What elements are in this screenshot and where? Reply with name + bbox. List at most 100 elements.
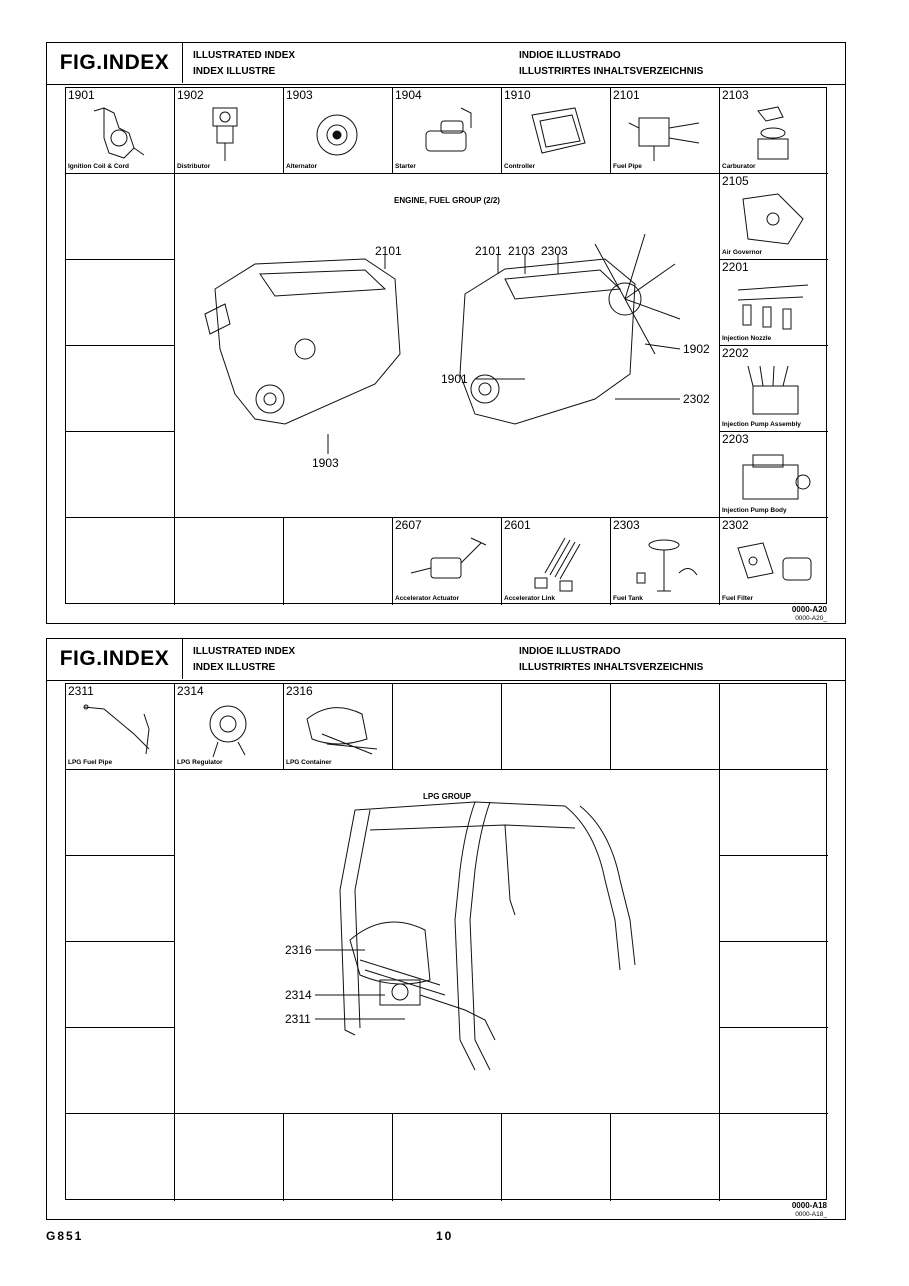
fig-number: 2103 [722, 88, 749, 102]
fig-name: Fuel Pipe [613, 163, 642, 170]
fuel-pipe-illustration [628, 117, 700, 161]
header-index-illustre: INDEX ILLUSTRE [193, 66, 276, 77]
lpg-container-illustration [306, 707, 378, 755]
fig-name: Injection Pump Body [722, 507, 787, 514]
fig-cell-2314[interactable]: 2314 LPG Regulator [175, 684, 284, 770]
empty-cell [175, 1114, 284, 1201]
fig-name: Distributor [177, 163, 211, 170]
fig-name: Alternator [286, 163, 318, 170]
fig-cell-2203[interactable]: 2203 Injection Pump Body [720, 432, 828, 518]
fig-cell-1901[interactable]: 1901 Ignition Coil & Cord [66, 88, 175, 174]
figure-code: 0000-A20 [791, 605, 827, 614]
callout-2103: 2103 [508, 244, 535, 258]
fig-name: LPG Regulator [177, 759, 223, 766]
header-inhaltsverzeichnis: ILLUSTRIRTES INHALTSVERZEICHNIS [519, 662, 704, 673]
fig-number: 2607 [395, 518, 422, 532]
lpg-regulator-illustration [209, 705, 247, 758]
starter-illustration [425, 107, 472, 152]
fig-cell-1904[interactable]: 1904 Starter [393, 88, 502, 174]
fig-name: Controller [504, 163, 536, 170]
figure-code-small: 0000-A18_ [795, 1211, 827, 1218]
fig-cell-1903[interactable]: 1903 Alternator [284, 88, 393, 174]
main-figure-title: LPG GROUP [422, 792, 471, 801]
empty-cell [393, 1114, 502, 1201]
empty-cell [66, 942, 175, 1028]
fuel-filter-illustration [737, 542, 812, 581]
fig-name: Fuel Filter [722, 595, 754, 602]
main-figure-engine-fuel: ENGINE, FUEL GROUP (2/2) [175, 174, 720, 518]
fig-number: 1901 [68, 88, 95, 102]
fig-cell-1910[interactable]: 1910 Controller [502, 88, 611, 174]
callout-1901: 1901 [441, 372, 468, 386]
sheet-header: FIG.INDEX ILLUSTRATED INDEX INDEX ILLUST… [47, 43, 845, 85]
callout-1903: 1903 [312, 456, 339, 470]
fig-number: 1904 [395, 88, 422, 102]
fig-number: 2316 [286, 684, 313, 698]
ignition-coil-illustration [93, 107, 145, 159]
header-index-illustre: INDEX ILLUSTRE [193, 662, 276, 673]
figure-grid: 1901 Ignition Coil & Cord 1902 Distribut… [65, 87, 828, 605]
fig-cell-2103[interactable]: 2103 Carburator [720, 88, 828, 174]
fig-cell-2105[interactable]: 2105 Air Governor [720, 174, 828, 260]
empty-cell [720, 1028, 828, 1114]
empty-cell [66, 856, 175, 942]
fig-name: Starter [395, 163, 416, 170]
page-number: 10 [436, 1229, 454, 1243]
empty-cell [284, 518, 393, 605]
empty-cell [720, 856, 828, 942]
figure-grid: 2311 LPG Fuel Pipe 2314 LPG Regulator 23… [65, 683, 828, 1201]
fig-number: 2105 [722, 174, 749, 188]
fig-cell-2201[interactable]: 2201 Injection Nozzle [720, 260, 828, 346]
header-illustrated-index: ILLUSTRATED INDEX [193, 50, 296, 61]
empty-cell [66, 1028, 175, 1114]
header-indioe-illustrado: INDIOE ILLUSTRADO [519, 50, 621, 61]
fig-cell-2202[interactable]: 2202 Injection Pump Assembly [720, 346, 828, 432]
fig-name: LPG Container [286, 759, 332, 766]
empty-cell [66, 518, 175, 605]
fig-cell-2311[interactable]: 2311 LPG Fuel Pipe [66, 684, 175, 770]
empty-cell [502, 684, 611, 770]
injection-pump-assembly-illustration [747, 365, 799, 415]
fig-cell-2316[interactable]: 2316 LPG Container [284, 684, 393, 770]
figure-code-small: 0000-A20_ [795, 615, 827, 622]
fig-number: 1902 [177, 88, 204, 102]
lpg-system-illustration [315, 801, 636, 1071]
accelerator-link-illustration [534, 537, 581, 592]
fig-cell-2302[interactable]: 2302 Fuel Filter [720, 518, 828, 605]
empty-cell [66, 1114, 175, 1201]
empty-cell [66, 260, 175, 346]
fig-number: 2202 [722, 346, 749, 360]
fig-name: Injection Nozzle [722, 335, 772, 342]
fig-name: Ignition Coil & Cord [68, 163, 130, 170]
alternator-illustration [316, 114, 358, 156]
header-illustrated-index: ILLUSTRATED INDEX [193, 646, 296, 657]
callout-2101: 2101 [475, 244, 502, 258]
empty-cell [66, 346, 175, 432]
empty-cell [611, 684, 720, 770]
fig-cell-2101[interactable]: 2101 Fuel Pipe [611, 88, 720, 174]
fig-cell-2303[interactable]: 2303 Fuel Tank [611, 518, 720, 605]
callout-2101: 2101 [375, 244, 402, 258]
air-governor-illustration [742, 193, 804, 245]
lpg-fuel-pipe-illustration [83, 704, 150, 755]
fig-cell-2607[interactable]: 2607 Accelerator Actuator [393, 518, 502, 605]
fig-cell-1902[interactable]: 1902 Distributor [175, 88, 284, 174]
fig-number: 1903 [286, 88, 313, 102]
fig-number: 2203 [722, 432, 749, 446]
callout-2303: 2303 [541, 244, 568, 258]
fig-name: Injection Pump Assembly [722, 421, 801, 428]
fig-name: Fuel Tank [613, 595, 643, 602]
empty-cell [66, 432, 175, 518]
model-number: G851 [46, 1229, 84, 1243]
index-sheet-lpg: FIG.INDEX ILLUSTRATED INDEX INDEX ILLUST… [46, 638, 846, 1220]
fig-number: 2601 [504, 518, 531, 532]
fig-cell-2601[interactable]: 2601 Accelerator Link [502, 518, 611, 605]
empty-cell [502, 1114, 611, 1201]
fig-number: 1910 [504, 88, 531, 102]
controller-illustration [531, 107, 586, 154]
empty-cell [720, 942, 828, 1028]
empty-cell [720, 684, 828, 770]
fig-number: 2201 [722, 260, 749, 274]
fig-name: LPG Fuel Pipe [68, 759, 113, 766]
fuel-tank-illustration [636, 539, 698, 592]
